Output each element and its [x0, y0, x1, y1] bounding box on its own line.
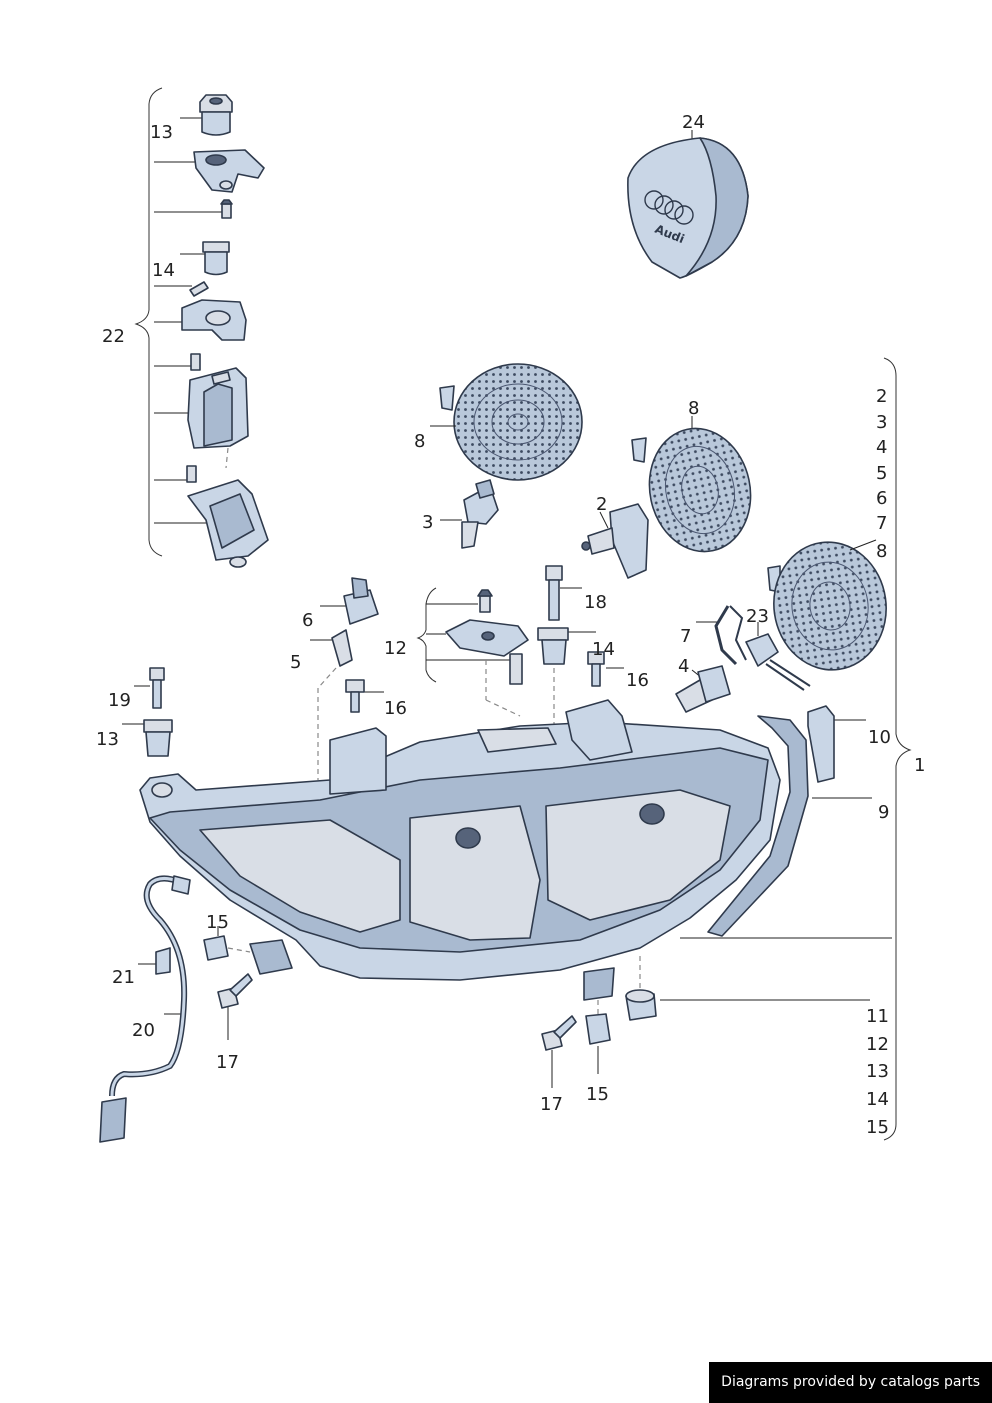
nut-13-top — [199, 94, 233, 136]
seal-10 — [807, 705, 866, 783]
group-list-item: 14 — [866, 1089, 889, 1110]
socket-6 — [320, 577, 379, 625]
group-list-item: 2 — [876, 386, 887, 407]
callout-14-middle: 14 — [592, 639, 615, 660]
group-list-item: 15 — [866, 1117, 889, 1138]
wiring-harness-7 — [696, 605, 747, 666]
bracket-block — [181, 299, 247, 341]
cable-20 — [99, 875, 191, 1143]
callout-1: 1 — [914, 755, 925, 776]
screw-16-left — [345, 679, 384, 713]
group-list-item: 11 — [866, 1006, 889, 1027]
group-list-item: 13 — [866, 1061, 889, 1082]
bulb-5 — [310, 629, 353, 667]
group-list-item: 6 — [876, 488, 887, 509]
small-screw-top — [220, 199, 233, 219]
callout-5: 5 — [290, 652, 301, 673]
callout-10: 10 — [868, 727, 891, 748]
bracket-group-22 — [134, 87, 269, 568]
group-list-item: 8 — [876, 541, 887, 562]
callout-18: 18 — [584, 592, 607, 613]
callout-labels: 13 14 22 24 8 8 3 2 6 5 12 18 14 16 16 7… — [96, 112, 925, 1138]
callout-2: 2 — [596, 494, 607, 515]
slide-bracket-lower — [187, 479, 269, 568]
screw-19 — [134, 667, 165, 709]
callout-15-right: 15 — [586, 1084, 609, 1105]
group-list-item: 5 — [876, 463, 887, 484]
right-group-1 — [883, 357, 912, 1141]
callout-16-right: 16 — [626, 670, 649, 691]
callout-17-right: 17 — [540, 1094, 563, 1115]
dust-cover-8-left — [430, 363, 583, 481]
clip-15-right — [585, 1013, 611, 1074]
callout-13-bottom: 13 — [96, 729, 119, 750]
nut-13-bottom — [122, 719, 173, 757]
callout-8-middle: 8 — [688, 398, 699, 419]
callout-23: 23 — [746, 606, 769, 627]
callout-15-left: 15 — [206, 912, 229, 933]
callout-22: 22 — [102, 326, 125, 347]
callout-20: 20 — [132, 1020, 155, 1041]
adjuster-group-12 — [416, 587, 529, 685]
callout-19: 19 — [108, 690, 131, 711]
connector-23 — [745, 622, 811, 691]
screw-lower-bracket — [186, 465, 197, 483]
group-list-item: 7 — [876, 513, 887, 534]
nut-14-top — [202, 241, 230, 276]
callout-24: 24 — [682, 112, 705, 133]
callout-8-left: 8 — [414, 431, 425, 452]
bulb-2 — [581, 503, 649, 579]
headlight-housing — [139, 699, 781, 1001]
callout-17-left: 17 — [216, 1052, 239, 1073]
group-list-item: 4 — [876, 437, 887, 458]
screw-16-right — [587, 651, 624, 687]
screw-17-right — [541, 1015, 577, 1088]
group-list-item: 12 — [866, 1034, 889, 1055]
clip-15-left — [203, 926, 229, 961]
adjuster-plate — [445, 619, 529, 657]
screw-12-lower — [509, 653, 523, 685]
nut-14-middle — [537, 627, 596, 665]
trim-strip-9 — [707, 715, 872, 937]
clip-plate — [193, 149, 265, 193]
bracket-21 — [138, 947, 171, 975]
callout-16-left: 16 — [384, 698, 407, 719]
screw-17-left — [217, 973, 253, 1040]
catalog-credit-badge: Diagrams provided by catalogs parts — [709, 1362, 992, 1403]
callout-9: 9 — [878, 802, 889, 823]
callout-12: 12 — [384, 638, 407, 659]
audi-cap-24: Audi — [627, 130, 749, 279]
screw-upper-bracket — [190, 353, 201, 371]
dust-cover-8-right — [767, 539, 887, 671]
callout-14-top: 14 — [152, 260, 175, 281]
group-list-item: 3 — [876, 412, 887, 433]
dust-cover-8-middle — [631, 416, 752, 553]
callout-6: 6 — [302, 610, 313, 631]
callout-21: 21 — [112, 967, 135, 988]
bulb-3 — [440, 479, 499, 549]
bulb-4 — [675, 665, 731, 713]
callout-13-top: 13 — [150, 122, 173, 143]
bolt-18 — [545, 565, 582, 621]
screw-12-small — [477, 589, 493, 613]
callout-4: 4 — [678, 656, 689, 677]
buffer-11 — [625, 956, 870, 1021]
callout-3: 3 — [422, 512, 433, 533]
callout-7: 7 — [680, 626, 691, 647]
tiny-screw — [189, 281, 209, 297]
slide-bracket-upper — [187, 367, 249, 449]
